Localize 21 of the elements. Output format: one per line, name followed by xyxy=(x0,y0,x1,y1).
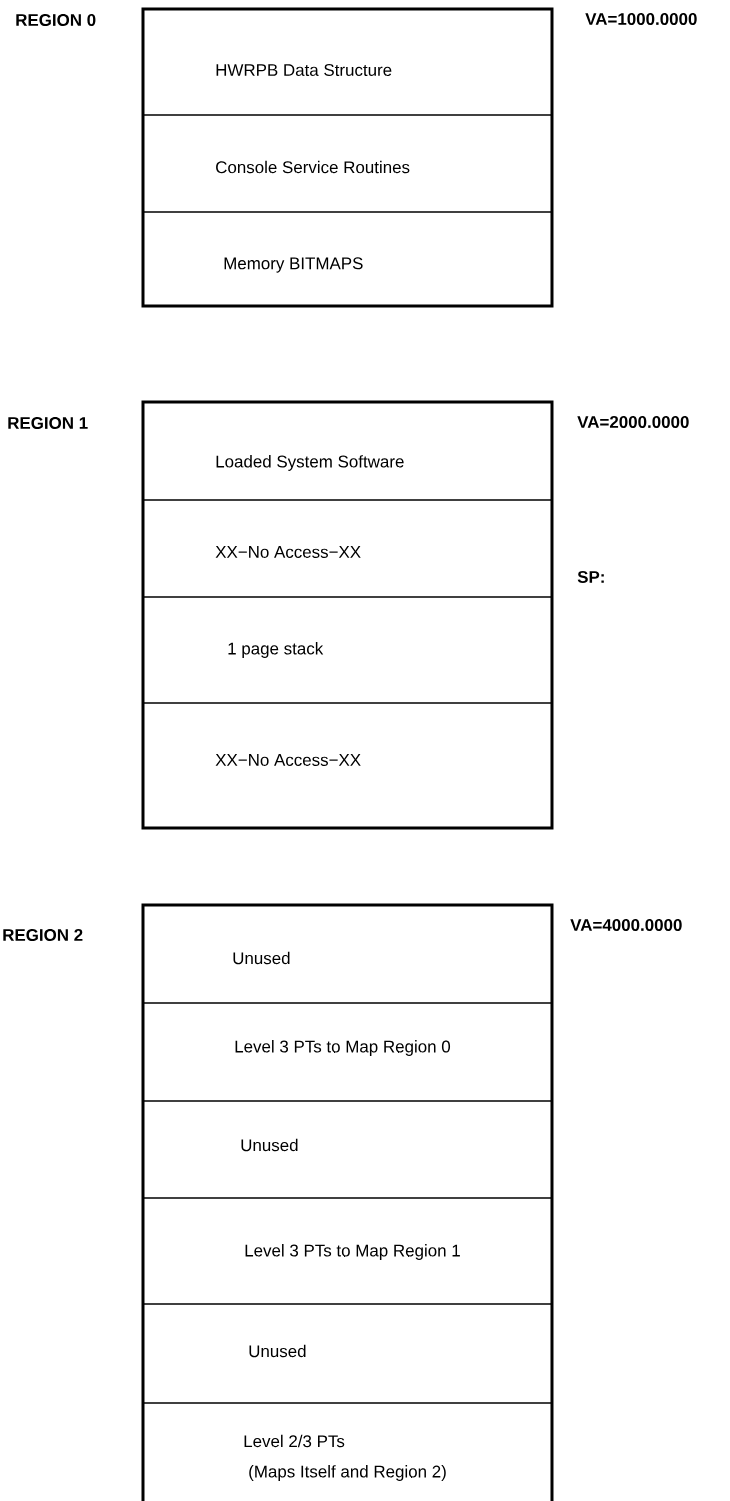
region-heading: REGION 2 xyxy=(3,929,83,941)
cell-text: 1 page stack xyxy=(228,642,324,658)
cell-text: HWRPB Data Structure xyxy=(216,64,392,76)
region-heading: REGION 0 xyxy=(16,14,96,26)
cell-text: XX−No Access−XX xyxy=(215,546,361,558)
cell-text: Level 3 PTs to Map Region 1 xyxy=(245,1244,460,1260)
address-label: VA=4000.0000 xyxy=(570,919,682,931)
pointer-label: SP: xyxy=(577,571,604,583)
cell-text: XX−No Access−XX xyxy=(215,754,361,766)
address-label: VA=1000.0000 xyxy=(585,13,697,25)
region-heading: REGION 1 xyxy=(8,417,88,429)
cell-text: Loaded System Software xyxy=(216,455,404,471)
cell-text: Unused xyxy=(233,951,290,965)
cell-text: Memory BITMAPS xyxy=(224,257,363,273)
address-label: VA=2000.0000 xyxy=(577,416,689,428)
cell-text: Level 2/3 PTs xyxy=(244,1434,345,1448)
cell-text: Console Service Routines xyxy=(216,160,410,174)
cell-text: Unused xyxy=(241,1138,298,1152)
cell-text: Unused xyxy=(249,1344,306,1358)
cell-text: Level 3 PTs to Map Region 0 xyxy=(235,1040,451,1056)
cell-text: (Maps Itself and Region 2) xyxy=(249,1465,446,1481)
